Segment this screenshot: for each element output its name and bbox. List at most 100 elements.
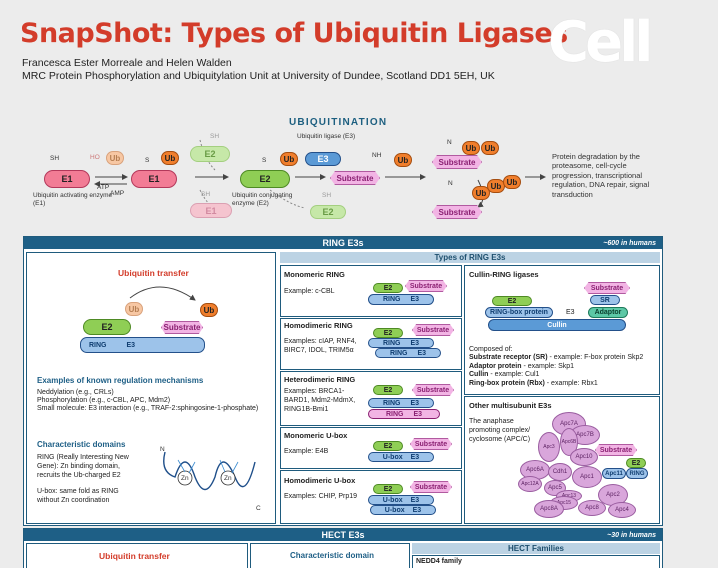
- e3-description: Ubiquitin ligase (E3): [297, 133, 356, 140]
- hect-domain-cell: [250, 543, 410, 568]
- ring-transfer-title: Ubiquitin transfer: [118, 268, 189, 278]
- atp-label: ATP: [97, 184, 110, 191]
- e1-label: E1: [61, 174, 73, 184]
- e1-description: Ubiquitin activating enzyme (E1): [33, 192, 113, 207]
- cullin-ring-title: Cullin-RING ligases: [469, 270, 539, 279]
- sh-e2-released: SH: [322, 192, 332, 199]
- heterodimeric-ring-example: Examples: BRCA1-BARD1, Mdm2-MdmX, RING1B…: [284, 388, 356, 413]
- regulation-item-3: Small molecule: E3 interaction (e.g., TR…: [37, 405, 259, 412]
- substrate-2: Substrate: [432, 155, 482, 169]
- ub-on-e1: Ub: [161, 151, 179, 165]
- ring-e3-label: E3: [126, 341, 136, 349]
- n-label-chain: N: [447, 139, 452, 146]
- apc8a: Apc8A: [534, 500, 564, 518]
- regulation-item-1: Neddylation (e.g., CRLs): [37, 389, 114, 396]
- e1-charged-label: E1: [148, 174, 160, 184]
- domains-ubox-text: U-box: same fold as RING without Zn coor…: [37, 488, 119, 504]
- sr-box: SR: [590, 295, 620, 305]
- regulation-item-2: Phosphorylation (e.g., c-CBL, APC, Mdm2): [37, 397, 171, 404]
- ub-mono: Ub: [394, 153, 412, 167]
- mono-substrate: Substrate: [405, 280, 447, 292]
- ubox-mono-e2: E2: [373, 441, 403, 451]
- ubox-homo-substrate: Substrate: [410, 481, 452, 493]
- monomeric-ring-example: Example: c-CBL: [284, 288, 335, 295]
- e1-enzyme: E1: [44, 170, 90, 188]
- homodimeric-ring-example: Examples: cIAP, RNF4, BIRC7, IDOL, TRIM5…: [284, 338, 357, 354]
- multisubunit-title: Other multisubunit E3s: [469, 401, 552, 410]
- homo-e2: E2: [373, 328, 403, 338]
- homodimeric-ring-title: Homodimeric RING: [284, 321, 353, 330]
- hect-families-subbar: HECT Families: [412, 543, 660, 554]
- e2-charged: E2: [240, 170, 290, 188]
- ub-chain-2: Ub: [481, 141, 499, 155]
- apc-substrate: Substrate: [595, 444, 637, 456]
- apc3: Apc3: [538, 432, 560, 462]
- composed-rbx: Ring-box protein (Rbx) - example: Rbx1: [469, 380, 598, 387]
- apc6b: Apc6B: [560, 428, 578, 456]
- cullin-scaffold: Cullin: [488, 319, 626, 331]
- e3-label: E3: [317, 154, 329, 164]
- apc10: Apc10: [570, 448, 598, 466]
- ring-box-protein: RING-box protein: [485, 307, 553, 318]
- hect-e3s-bar: HECT E3s ~30 in humans: [24, 529, 662, 541]
- ub-chain-5: Ub: [503, 175, 521, 189]
- page-title: SnapShot: Types of Ubiquitin Ligases: [20, 18, 568, 49]
- e2-released: E2: [310, 205, 346, 219]
- adaptor-box: Adaptor: [588, 307, 628, 318]
- ubox-mono-substrate: Substrate: [410, 438, 452, 450]
- ub-on-e2: Ub: [280, 152, 298, 166]
- s-label-e1: S: [145, 157, 150, 164]
- transfer-arrow: [129, 286, 196, 301]
- ring-e3-complex: RING E3: [80, 337, 205, 353]
- apc4: Apc4: [608, 502, 636, 518]
- cullin-e2: E2: [492, 296, 532, 306]
- e1-faded-label: E1: [205, 205, 217, 216]
- composed-adaptor: Adaptor protein - example: Skp1: [469, 363, 575, 370]
- sh-label: SH: [50, 155, 60, 162]
- apc-e2: E2: [626, 458, 646, 468]
- cullin-e3-label: E3: [566, 309, 575, 316]
- monomeric-ring-cell: [280, 265, 462, 317]
- cullin-substrate: Substrate: [584, 282, 630, 294]
- ubox-homo-e2: E2: [373, 484, 403, 494]
- e2-charged-label: E2: [259, 174, 271, 184]
- ring-e3s-count: ~600 in humans: [603, 239, 656, 247]
- zn-label-2: Zn: [224, 475, 232, 482]
- ring-e3s-title: RING E3s: [322, 238, 364, 248]
- substrate-3: Substrate: [432, 205, 482, 219]
- cdh1: Cdh1: [548, 463, 572, 481]
- mono-e2: E2: [373, 283, 403, 293]
- domains-ring-text: RING (Really Interesting New Gene): Zn b…: [37, 454, 129, 479]
- nedd4-cell: [412, 555, 660, 568]
- homodimeric-ubox-title: Homodimeric U-box: [284, 476, 356, 485]
- homo-substrate: Substrate: [412, 324, 454, 336]
- ub-chain-3: Ub: [472, 186, 490, 200]
- authors: Francesca Ester Morreale and Helen Walde…: [22, 57, 232, 69]
- apc1: Apc1: [572, 466, 602, 488]
- hect-transfer-cell: [26, 543, 248, 568]
- e2-faded-top-label: E2: [204, 149, 216, 159]
- outcome-text: Protein degradation by the proteasome, c…: [552, 152, 650, 199]
- heterodimeric-ring-title: Heterodimeric RING: [284, 375, 356, 384]
- affiliation: MRC Protein Phosphorylation and Ubiquity…: [22, 70, 495, 82]
- apc12a: Apc12A: [518, 476, 542, 492]
- composed-sr: Substrate receptor (SR) - example: F-box…: [469, 354, 644, 361]
- ubiquitination-title: UBIQUITINATION: [289, 117, 388, 128]
- s-label-e2: S: [262, 157, 267, 164]
- e2-faded-top: E2: [190, 146, 230, 162]
- regulation-title: Examples of known regulation mechanisms: [37, 376, 204, 385]
- hect-domain-title: Characteristic domain: [290, 551, 375, 560]
- monomeric-ring-title: Monomeric RING: [284, 270, 345, 279]
- apc11: Apc11: [602, 468, 626, 479]
- multisubunit-text: The anaphase promoting complex/ cyclosom…: [469, 418, 531, 443]
- nedd4-title: NEDD4 family: [416, 558, 462, 565]
- cell-logo: Cell: [548, 10, 653, 75]
- composed-cullin: Cullin - example: Cul1: [469, 371, 540, 378]
- ring-domain-diagram: [163, 451, 256, 491]
